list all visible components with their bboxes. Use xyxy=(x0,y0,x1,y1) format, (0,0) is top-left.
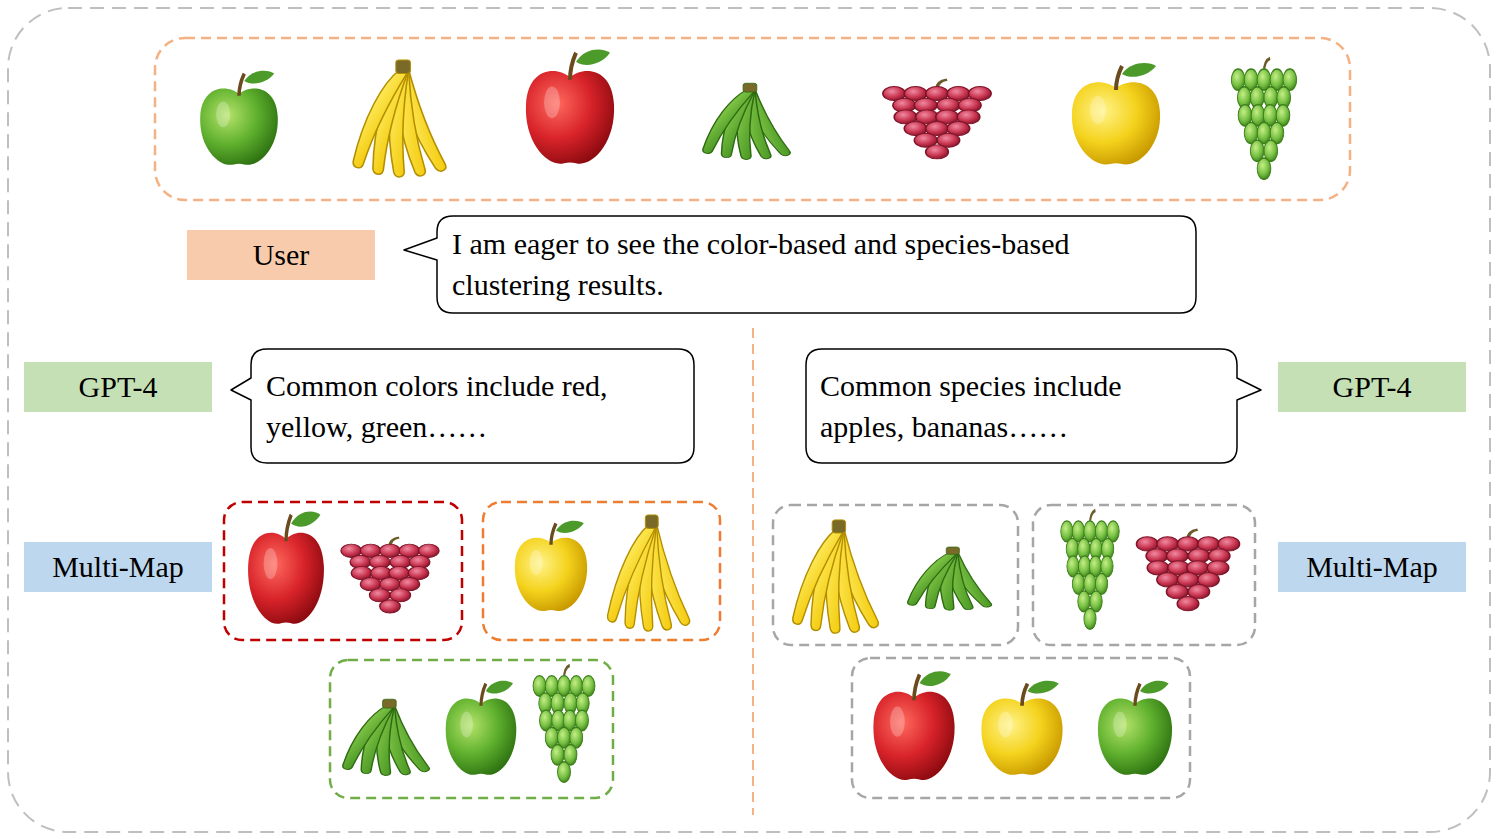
red-grapes xyxy=(341,537,439,613)
bubble-text: Common colors include red, yellow, green… xyxy=(266,365,676,448)
grape-cluster-outline xyxy=(1033,505,1255,645)
speech-bubble: I am eager to see the color-based and sp… xyxy=(403,215,1197,314)
green-apple xyxy=(1098,681,1172,775)
role-label: Multi-Map xyxy=(24,542,212,592)
bubble-text: I am eager to see the color-based and sp… xyxy=(452,223,1182,306)
yellow-bananas xyxy=(787,520,883,634)
input-group-outline xyxy=(155,38,1350,200)
green-cluster-outline xyxy=(330,660,613,798)
red-apple xyxy=(248,511,324,623)
label-text: User xyxy=(253,234,310,275)
yellow-apple xyxy=(1072,63,1160,164)
bubble-text-block: Common colors include red, yellow, green… xyxy=(266,365,676,448)
apple-cluster-outline xyxy=(852,658,1190,798)
green-bananas xyxy=(902,547,996,610)
divider-line xyxy=(752,328,754,815)
green-grapes xyxy=(533,665,595,782)
outer-frame xyxy=(8,8,1490,832)
role-label: User xyxy=(187,230,375,280)
banana-cluster-outline xyxy=(773,505,1018,645)
label-text: GPT-4 xyxy=(1333,366,1412,407)
bubble-outline xyxy=(805,348,1262,464)
label-text: Multi-Map xyxy=(1306,546,1438,587)
label-text: GPT-4 xyxy=(79,366,158,407)
bubble-shape xyxy=(806,349,1261,463)
red-cluster-outline xyxy=(224,502,462,640)
yellow-cluster-outline xyxy=(483,502,720,640)
red-grapes xyxy=(1136,530,1239,611)
red-apple xyxy=(526,49,614,163)
yellow-bananas xyxy=(602,515,694,632)
speech-bubble: Common colors include red, yellow, green… xyxy=(230,348,695,464)
yellow-apple xyxy=(981,681,1062,775)
role-label: Multi-Map xyxy=(1278,542,1466,592)
speech-bubble: Common species include apples, bananas…… xyxy=(805,348,1262,464)
bubble-shape xyxy=(404,216,1196,313)
label-text: Multi-Map xyxy=(52,546,184,587)
bubble-outline xyxy=(230,348,695,464)
green-bananas xyxy=(697,83,795,160)
bubble-text-block: Common species include apples, bananas…… xyxy=(820,365,1160,448)
bubble-text: Common species include apples, bananas…… xyxy=(820,365,1160,448)
role-label: GPT-4 xyxy=(1278,362,1466,412)
yellow-bananas xyxy=(347,60,451,178)
bubble-text-block: I am eager to see the color-based and sp… xyxy=(452,223,1182,306)
red-grapes xyxy=(883,80,991,159)
green-apple xyxy=(200,71,278,165)
green-apple xyxy=(446,681,517,775)
green-bananas xyxy=(337,699,434,776)
bubble-shape xyxy=(231,349,694,463)
green-grapes xyxy=(1061,510,1119,629)
role-label: GPT-4 xyxy=(24,362,212,412)
yellow-apple xyxy=(515,521,587,611)
green-grapes xyxy=(1231,58,1296,179)
red-apple xyxy=(873,671,954,780)
